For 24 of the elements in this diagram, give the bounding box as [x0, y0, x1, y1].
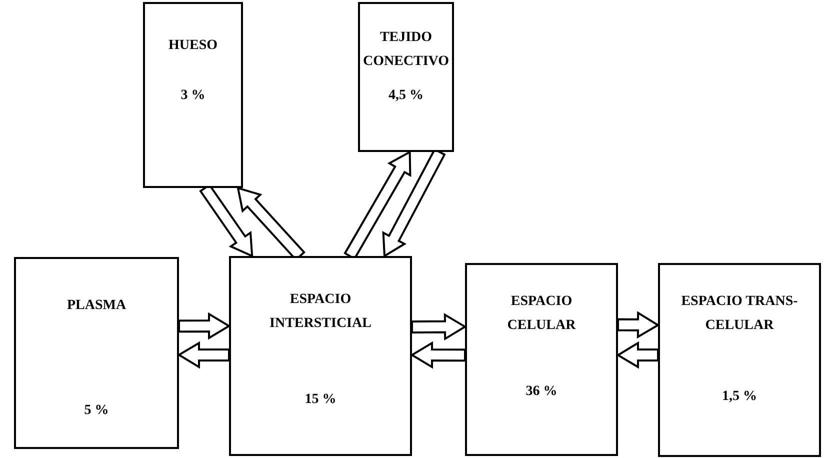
box-title: ESPACIO TRANS- CELULAR	[680, 293, 799, 335]
percentage-value: 1,5 %	[721, 388, 758, 406]
hollow-arrow	[616, 341, 659, 369]
percentage-value: 4,5 %	[388, 87, 424, 105]
hollow-arrow	[410, 341, 466, 369]
hollow-arrow	[178, 312, 231, 340]
hollow-arrow	[617, 311, 660, 339]
box-title: HUESO	[168, 37, 218, 55]
process-box	[465, 263, 618, 456]
process-box	[14, 257, 179, 449]
percentage-value: 5 %	[83, 402, 110, 420]
box-title: ESPACIO INTERSTICIAL	[268, 291, 372, 333]
hollow-arrow	[411, 313, 467, 341]
box-title: ESPACIO CELULAR	[506, 293, 577, 335]
process-box	[658, 263, 821, 457]
process-box	[143, 2, 243, 188]
process-box	[358, 2, 454, 152]
percentage-value: 36 %	[524, 383, 558, 401]
hollow-arrow	[177, 341, 230, 369]
process-box	[229, 256, 412, 456]
percentage-value: 3 %	[180, 87, 206, 105]
percentage-value: 15 %	[304, 391, 338, 409]
box-title: TEJIDO CONECTIVO	[362, 29, 450, 71]
box-title: PLASMA	[66, 297, 128, 315]
